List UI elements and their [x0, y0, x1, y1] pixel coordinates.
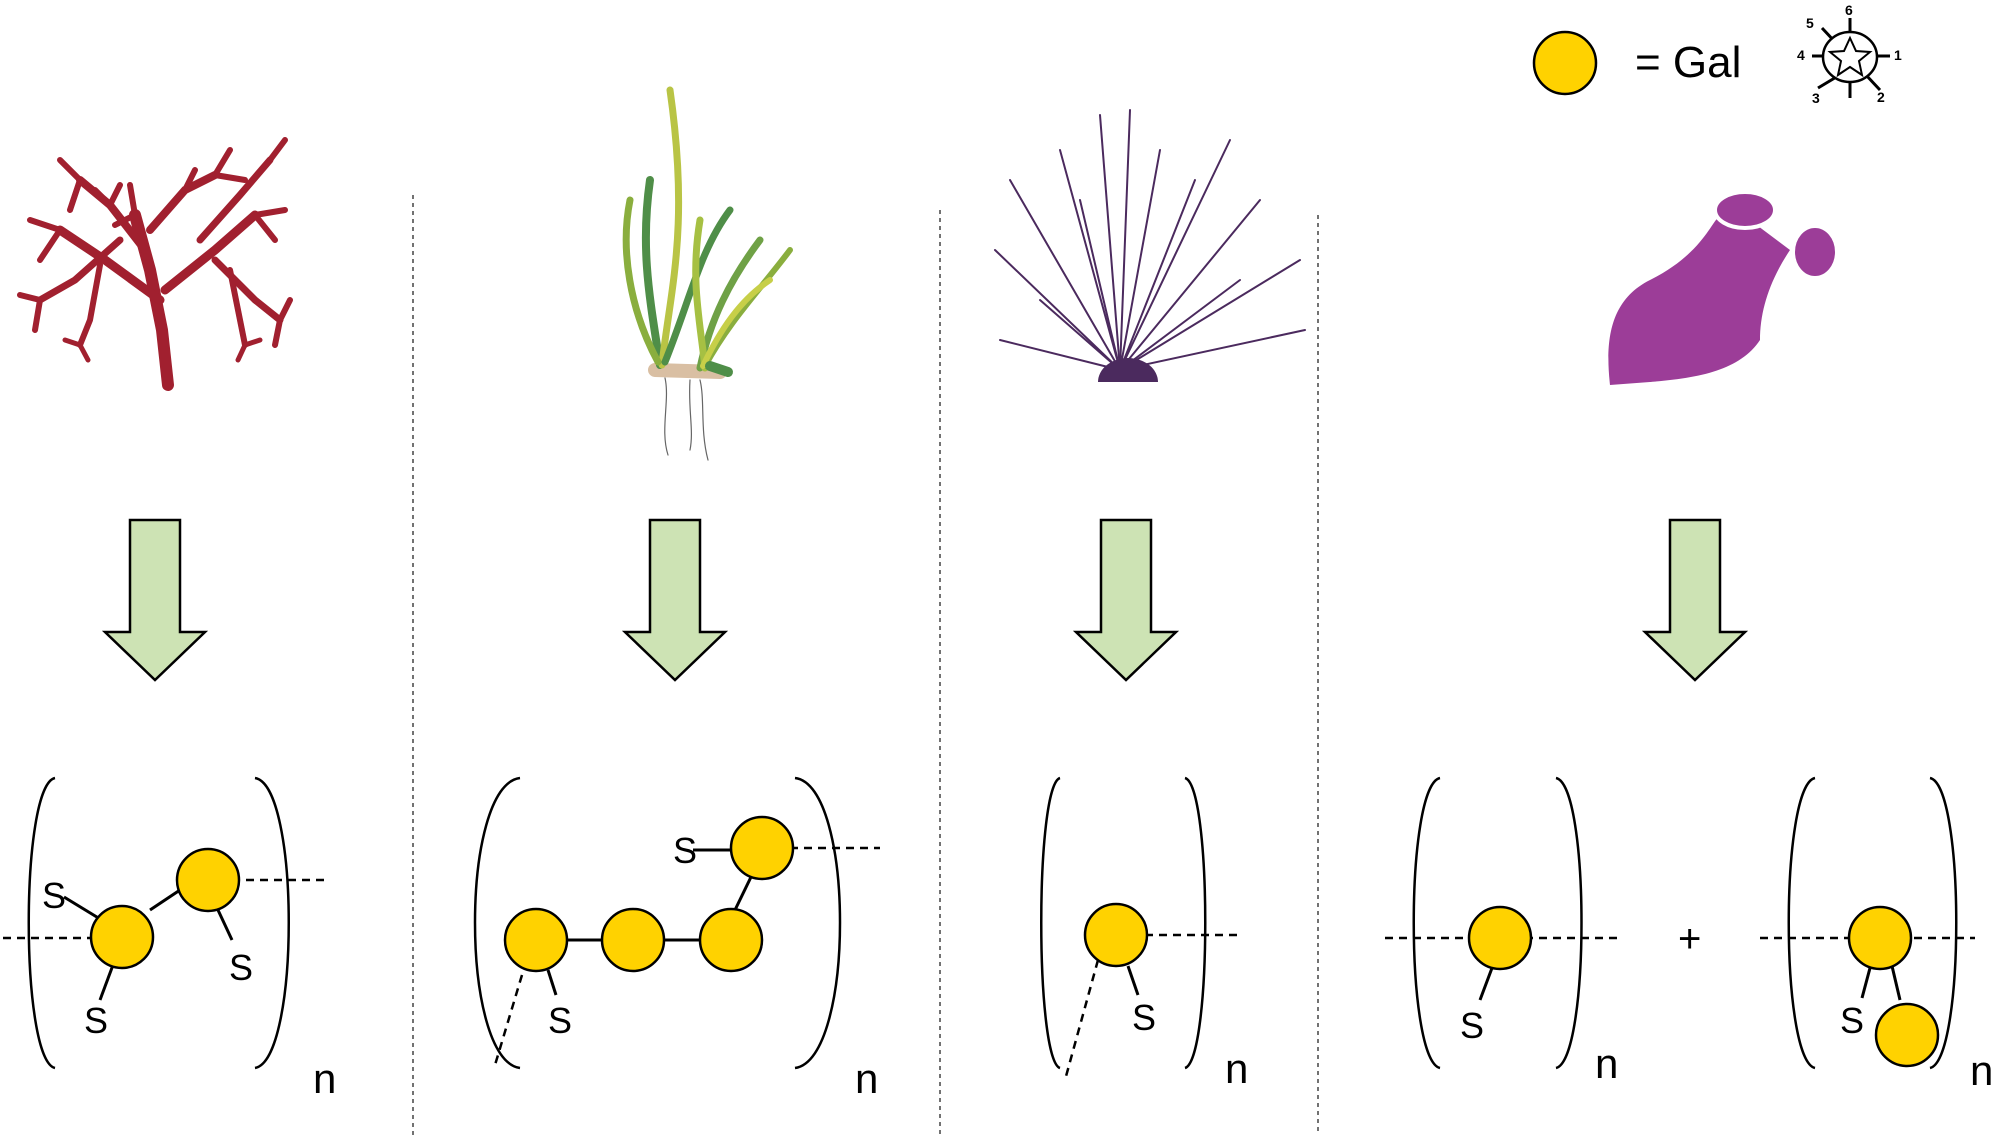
arrow-down: [1072, 518, 1180, 682]
linkage-label-2: 2: [1877, 89, 1885, 105]
tunicate-icon: [1608, 190, 1839, 385]
sulfate-label: S: [1132, 997, 1156, 1038]
gal-residue: [175, 847, 241, 913]
sulfate-label: S: [1460, 1005, 1484, 1046]
structure-seagrass: S S n: [473, 776, 880, 1102]
plus-label: +: [1678, 917, 1701, 961]
arrow-down: [1641, 518, 1749, 682]
sulfate-label: S: [673, 830, 697, 871]
gal-residue: [1847, 905, 1913, 971]
sulfate-label: S: [229, 947, 253, 988]
repeat-label: n: [1225, 1045, 1248, 1092]
repeat-label: n: [313, 1055, 336, 1102]
repeat-label: n: [1595, 1040, 1618, 1087]
structure-tunicate: S n + S n: [1385, 776, 1993, 1094]
gal-residue: [729, 815, 795, 881]
arrow-down: [101, 518, 209, 682]
sea-urchin-icon: [994, 109, 1306, 382]
structure-sea-urchin: S n: [1040, 776, 1248, 1092]
gal-residue: [1467, 905, 1533, 971]
red-algae-icon: [17, 137, 293, 391]
legend-gal-circle: [1532, 30, 1598, 96]
gal-residue: [600, 907, 666, 973]
legend-gal-label: = Gal: [1635, 38, 1741, 87]
snfg-star-linkage-icon: 6 5 4 1 3 2: [1797, 2, 1902, 106]
gal-residue: [1874, 1002, 1940, 1068]
sulfate-label: S: [1840, 1000, 1864, 1041]
linkage-label-5: 5: [1806, 15, 1814, 31]
sulfate-label: S: [84, 1000, 108, 1041]
sulfate-label: S: [42, 875, 66, 916]
structure-red-algae: S S S n: [3, 776, 336, 1102]
repeat-label: n: [1970, 1047, 1993, 1094]
gal-residue: [89, 904, 155, 970]
arrow-down: [621, 518, 729, 682]
linkage-label-4: 4: [1797, 47, 1805, 63]
seagrass-icon: [622, 86, 793, 461]
gal-residue: [1083, 902, 1149, 968]
sulfate-label: S: [548, 1000, 572, 1041]
linkage-label-1: 1: [1894, 47, 1902, 63]
gal-residue: [503, 907, 569, 973]
repeat-label: n: [855, 1055, 878, 1102]
gal-residue: [698, 907, 764, 973]
legend: = Gal 6 5 4 1 3 2: [1532, 2, 1902, 106]
linkage-label-3: 3: [1812, 90, 1820, 106]
linkage-label-6: 6: [1845, 2, 1853, 18]
